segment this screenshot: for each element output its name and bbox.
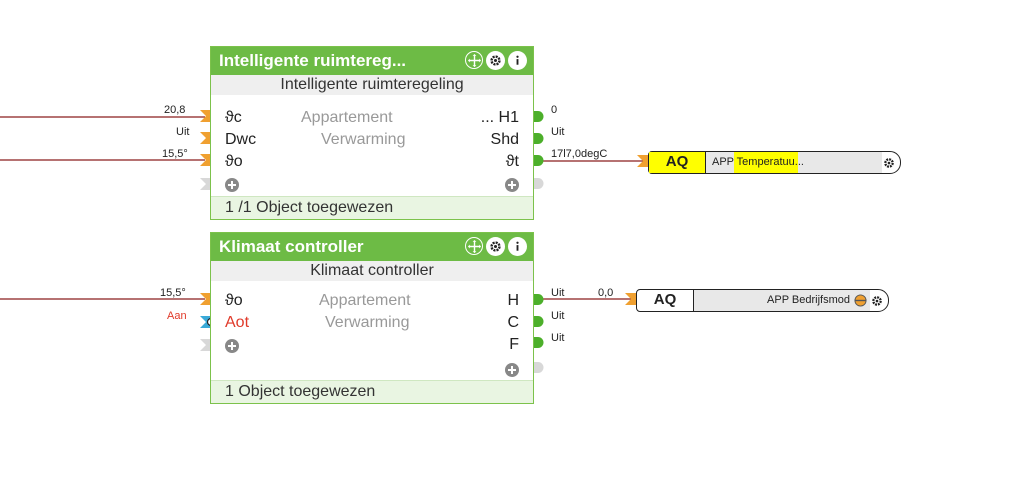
output-label-c: C bbox=[507, 314, 519, 331]
block-footer: 1 Object toegewezen bbox=[211, 380, 533, 403]
center-label-appartement: Appartement bbox=[319, 292, 411, 309]
input-value-theta-o: 15,5° bbox=[160, 287, 186, 299]
aq-node-app-bedrijfsmod[interactable]: AQ APP Bedrijfsmod bbox=[636, 289, 889, 312]
aq-name: APP Temperatuu... bbox=[706, 152, 882, 173]
aq-label: AQ bbox=[649, 152, 706, 173]
output-value-h: Uit bbox=[551, 287, 565, 299]
output-label-theta-t: ϑt bbox=[505, 153, 519, 170]
input-value-theta-o: 15,5° bbox=[162, 148, 188, 160]
status-icon bbox=[854, 290, 870, 311]
add-input-icon[interactable] bbox=[225, 178, 239, 192]
output-label-h1: ... H1 bbox=[480, 109, 519, 126]
output-value-shd: Uit bbox=[551, 126, 565, 138]
output-label-shd: Shd bbox=[490, 131, 519, 148]
output-value-theta-t: 17l7,0degC bbox=[551, 148, 608, 160]
input-label-theta-c: ϑc bbox=[225, 109, 242, 126]
block-subtitle: Klimaat controller bbox=[211, 261, 533, 281]
output-value-f: Uit bbox=[551, 332, 565, 344]
add-output-icon[interactable] bbox=[505, 178, 519, 192]
aq-node-app-temperatuur[interactable]: AQ APP Temperatuu... bbox=[648, 151, 901, 174]
output-label-h: H bbox=[507, 292, 519, 309]
aq-name: APP Bedrijfsmod bbox=[694, 290, 854, 311]
add-input-icon[interactable] bbox=[225, 339, 239, 353]
output-value-h1: 0 bbox=[551, 104, 558, 116]
input-value-theta-c: 20,8 bbox=[164, 104, 186, 116]
block-header[interactable]: Klimaat controller bbox=[211, 233, 533, 261]
add-output-icon[interactable] bbox=[505, 363, 519, 377]
gear-icon[interactable] bbox=[486, 237, 505, 256]
move-icon[interactable] bbox=[465, 237, 483, 255]
function-block-klimaat-controller[interactable]: Klimaat controller Klimaat controller ϑo… bbox=[210, 232, 534, 404]
input-label-theta-o: ϑo bbox=[225, 153, 243, 170]
input-label-theta-o: ϑo bbox=[225, 292, 243, 309]
input-label-aot: Aot bbox=[225, 314, 250, 331]
function-block-intelligente-ruimteregeling[interactable]: Intelligente ruimtereg... Intelligente r… bbox=[210, 46, 534, 220]
block-title: Klimaat controller bbox=[219, 237, 364, 256]
block-title: Intelligente ruimtereg... bbox=[219, 51, 407, 70]
block-footer: 1 /1 Object toegewezen bbox=[211, 196, 533, 219]
input-value-dwc: Uit bbox=[176, 126, 190, 138]
info-icon[interactable] bbox=[508, 237, 527, 256]
block-header[interactable]: Intelligente ruimtereg... bbox=[211, 47, 533, 75]
wire-value-bedrijfsmod: 0,0 bbox=[598, 287, 614, 299]
gear-icon[interactable] bbox=[882, 152, 900, 173]
gear-icon[interactable] bbox=[870, 290, 888, 311]
aq-label: AQ bbox=[637, 290, 694, 311]
output-label-f: F bbox=[509, 336, 519, 353]
center-label-verwarming: Verwarming bbox=[321, 131, 406, 148]
center-label-appartement: Appartement bbox=[301, 109, 393, 126]
output-value-c: Uit bbox=[551, 310, 565, 322]
input-label-dwc: Dwc bbox=[225, 131, 257, 148]
block-subtitle: Intelligente ruimteregeling bbox=[211, 75, 533, 95]
gear-icon[interactable] bbox=[486, 51, 505, 70]
center-label-verwarming: Verwarming bbox=[325, 314, 410, 331]
input-value-aot: Aan bbox=[167, 310, 187, 322]
info-icon[interactable] bbox=[508, 51, 527, 70]
move-icon[interactable] bbox=[465, 51, 483, 69]
